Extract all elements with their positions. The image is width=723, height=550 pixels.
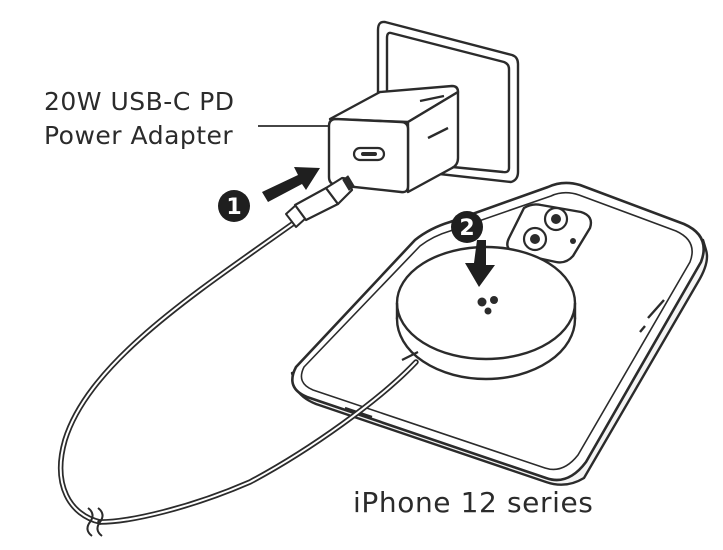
usb-c-plug (285, 175, 355, 228)
charging-cable (58, 217, 419, 525)
adapter-label-line2: Power Adapter (44, 121, 233, 150)
brand-logo-icon (477, 296, 498, 315)
camera-module (506, 203, 593, 264)
cable-break-mark (86, 507, 104, 537)
step-2-badge: 2 (451, 211, 483, 243)
adapter-label: 20W USB-C PD Power Adapter (44, 87, 330, 150)
camera-flash-icon (570, 238, 576, 244)
step-2-number: 2 (459, 216, 474, 241)
usb-c-port (352, 146, 386, 162)
adapter-label-line1: 20W USB-C PD (44, 87, 235, 116)
step-1-arrow (262, 167, 320, 202)
phone-label: iPhone 12 series (353, 486, 593, 519)
step-1-badge: 1 (218, 190, 250, 222)
step-1-number: 1 (226, 195, 241, 220)
step-2-arrow (465, 240, 495, 287)
